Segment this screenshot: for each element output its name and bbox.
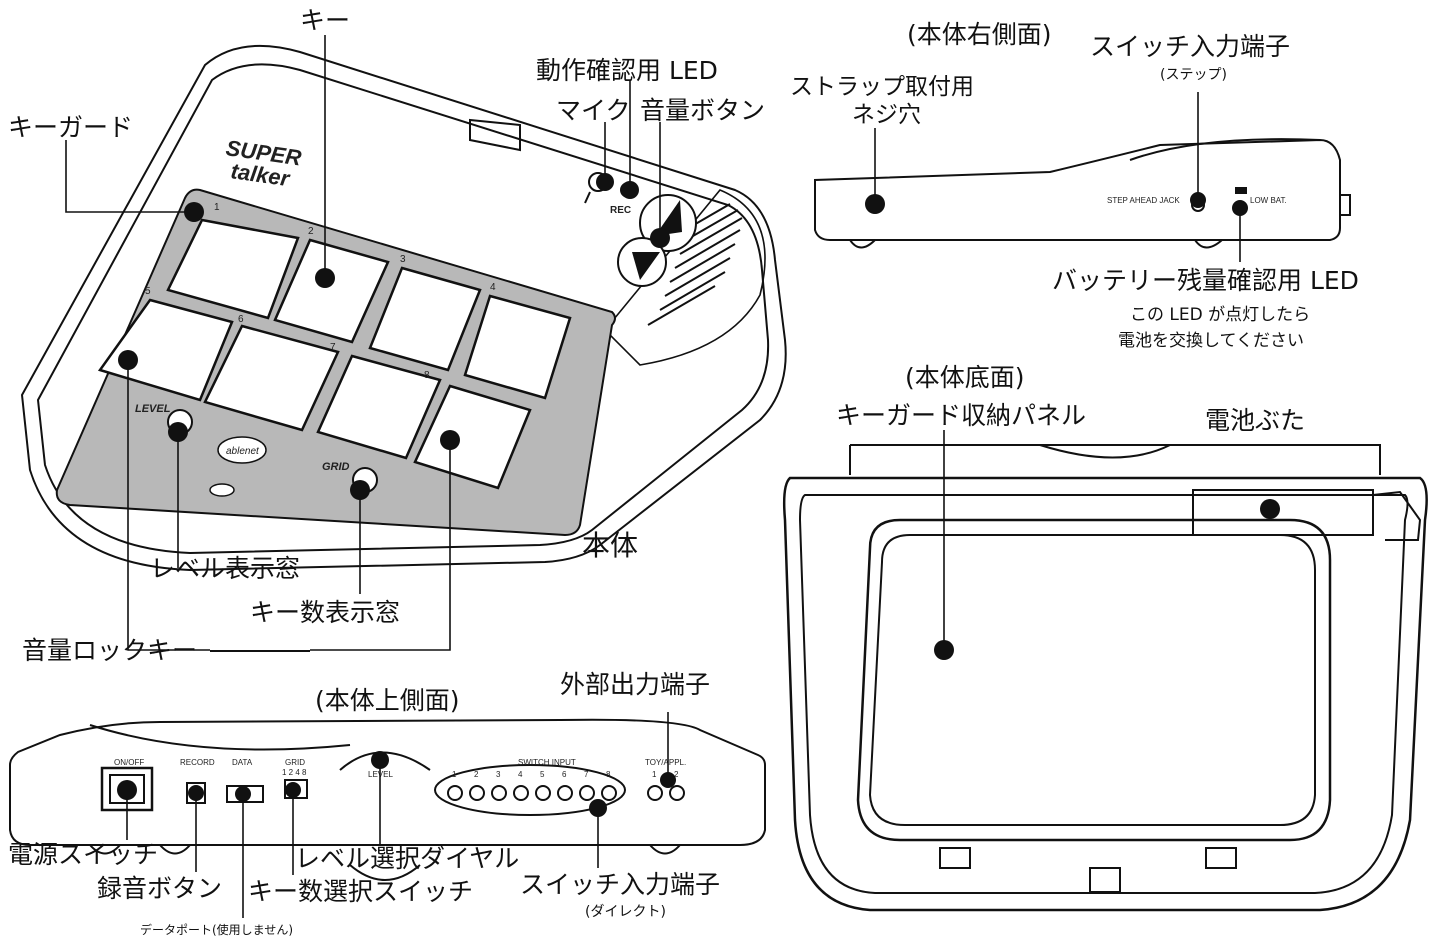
level-text: LEVEL — [135, 403, 171, 415]
switch-number-8: 8 — [606, 770, 611, 779]
brand-text: ablenet — [226, 446, 260, 457]
label-power-switch: 電源スイッチ — [8, 840, 159, 869]
label-battery-note-line2: 電池を交換してください — [1118, 331, 1304, 351]
volume-lock-leader-bar — [210, 650, 310, 652]
heading-right-view: (本体右側面) — [907, 20, 1052, 49]
key-number-7: 7 — [330, 342, 336, 353]
rec-text: REC — [610, 205, 631, 216]
key-number-3: 3 — [400, 254, 406, 265]
key-number-4: 4 — [490, 282, 496, 293]
bottom-illustration — [782, 444, 1428, 912]
label-record-button: 録音ボタン — [97, 874, 223, 903]
label-external-output: 外部出力端子 — [560, 670, 711, 699]
label-body: 本体 — [582, 529, 639, 562]
key-number-6: 6 — [238, 314, 244, 325]
switch-number-3: 3 — [496, 770, 501, 779]
label-key-count-switch: キー数選択スイッチ — [248, 877, 474, 906]
key-number-2: 2 — [308, 226, 314, 237]
top-side-illustration — [9, 718, 766, 881]
label-level-dial: レベル選択ダイヤル — [295, 844, 520, 873]
bottom-dots — [934, 499, 1280, 660]
main-device-illustration — [20, 44, 787, 572]
heading-top-view: (本体上側面) — [315, 686, 460, 715]
brand-badge — [217, 436, 267, 464]
label-battery-cover: 電池ぶた — [1205, 406, 1306, 435]
label-volume-lock-key: 音量ロックキー — [22, 636, 198, 665]
step-ahead-text: STEP AHEAD JACK — [1107, 196, 1180, 205]
label-key-count-window: キー数表示窓 — [250, 598, 401, 627]
grid-values-text: 1 2 4 8 — [282, 768, 307, 777]
toy-number-1: 1 — [652, 770, 657, 779]
heading-bottom-view: (本体底面) — [905, 363, 1025, 392]
label-key: キー — [300, 6, 351, 35]
label-data-port: データポート(使用しません) — [140, 923, 294, 937]
label-key-guard: キーガード — [8, 113, 134, 142]
label-level-window: レベル表示窓 — [150, 554, 301, 583]
main-dots — [118, 173, 670, 500]
top-dots — [117, 751, 676, 817]
key-number-8: 8 — [424, 370, 430, 381]
switch-input-jacks — [447, 785, 685, 801]
right-dots — [865, 192, 1248, 216]
grid-text-top: GRID — [285, 758, 305, 767]
label-activity-led: 動作確認用 LED — [536, 56, 718, 85]
low-bat-text: LOW BAT. — [1250, 196, 1287, 205]
top-device-labels: ON/OFF RECORD DATA GRID 1 2 4 8 LEVEL SW… — [114, 758, 686, 779]
label-switch-input: スイッチ入力端子 — [520, 870, 721, 899]
on-off-text: ON/OFF — [114, 758, 144, 767]
label-volume-button: 音量ボタン — [640, 96, 766, 125]
switch-number-7: 7 — [584, 770, 589, 779]
key-number-5: 5 — [145, 286, 151, 297]
switch-input-text: SWITCH INPUT — [518, 758, 576, 767]
switch-number-1: 1 — [452, 770, 457, 779]
label-strap-hole-line1: ストラップ取付用 — [790, 74, 974, 100]
toy-number-2: 2 — [674, 770, 679, 779]
key-numbers: 1 2 3 4 5 6 7 8 — [145, 202, 496, 381]
label-battery-led: バッテリー残量確認用 LED — [1052, 266, 1359, 295]
label-switch-input-sub: (ダイレクト) — [585, 904, 666, 920]
label-battery-note-line1: この LED が点灯したら — [1130, 305, 1311, 325]
main-leaders — [65, 35, 661, 651]
label-strap-hole-line2: ネジ穴 — [852, 102, 921, 128]
grid-text: GRID — [322, 461, 350, 473]
toy-appl-text: TOY/APPL. — [645, 758, 686, 767]
top-leaders — [126, 712, 669, 918]
front-notch — [209, 483, 235, 497]
right-leaders — [874, 92, 1241, 262]
speaker-grille — [647, 203, 743, 326]
data-text: DATA — [232, 758, 253, 767]
right-side-illustration — [814, 138, 1351, 249]
switch-number-6: 6 — [562, 770, 567, 779]
label-key-guard-panel: キーガード収納パネル — [836, 401, 1087, 430]
label-mic: マイク — [556, 96, 631, 125]
record-text: RECORD — [180, 758, 215, 767]
label-switch-jack-step-sub: (ステップ) — [1160, 67, 1227, 83]
label-switch-jack-step: スイッチ入力端子 — [1090, 32, 1291, 61]
switch-number-2: 2 — [474, 770, 479, 779]
key-number-1: 1 — [214, 202, 220, 213]
switch-number-5: 5 — [540, 770, 545, 779]
keys — [97, 218, 572, 490]
switch-number-4: 4 — [518, 770, 523, 779]
